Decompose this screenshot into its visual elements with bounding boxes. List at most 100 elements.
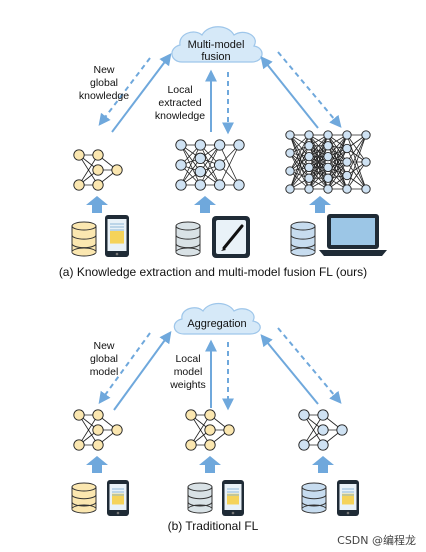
database-band [290,234,316,240]
network-node [361,130,371,140]
network-node [361,184,371,194]
bottom-panel: Aggregation New global model Local model… [71,302,359,533]
network-node [298,439,310,451]
smartphone-icon [337,480,359,516]
database-band [301,501,327,507]
bottom-up-label: Local model weights [169,353,206,391]
network-node [298,409,310,421]
network-node [73,439,85,451]
bottom-left-block-arrow [86,456,108,473]
network-edge [308,167,329,190]
network-edge [289,145,310,190]
network-edge [308,134,329,179]
network-node [73,409,85,421]
database-fill [176,251,200,253]
network-edge [327,134,348,163]
database-band [71,234,97,240]
database-top [71,221,97,231]
database-band [187,501,213,507]
database-top [301,482,327,492]
network-node [111,424,123,436]
network-edge [308,134,329,157]
bottom-up-label-1: Local [175,353,200,365]
network-node [323,184,333,194]
database-top [175,221,201,231]
network-node [317,409,329,421]
network-node [92,149,104,161]
top-down-label-2: global [90,77,118,89]
database-fill [188,508,212,510]
network-edge [289,152,310,179]
network-node [194,139,206,151]
top-caption: (a) Knowledge extraction and multi-model… [59,265,367,279]
network-node [73,179,85,191]
network-edge [346,161,367,190]
database-fill [72,251,96,253]
top-up-label-3: knowledge [155,110,205,122]
large-neural-network-icon [285,130,371,194]
top-up-label: Local extracted knowledge [155,84,205,122]
top-right-up-arrow [260,56,319,129]
network-edge [289,134,310,172]
bottom-mid-block-arrow [199,456,221,473]
network-node [342,157,352,167]
network-node [194,179,206,191]
database-band [71,501,97,507]
database-icon [301,482,327,514]
medium-neural-network-icon [175,139,245,191]
smartphone-icon [107,480,129,516]
phone-home-button [116,511,120,515]
network-node [323,151,333,162]
network-edge [327,134,348,157]
cloud-label-line2: fusion [201,51,230,63]
laptop-icon [319,214,387,256]
multi-model-fusion-cloud: Multi-model fusion [171,26,263,63]
aggregation-label: Aggregation [187,318,246,330]
network-edge [199,144,221,186]
top-down-label-1: New [93,64,114,76]
network-node [214,159,226,171]
phone-screen-card [110,230,124,244]
database-band [175,243,201,249]
network-node [342,143,352,154]
phone-screen-card [227,493,239,505]
bottom-right-device-group [301,480,359,516]
network-edge [78,414,99,446]
neural-network-icon [298,409,348,451]
database-icon [187,482,213,514]
database-band [71,494,97,500]
network-node [194,152,206,164]
bottom-right-block-arrow [312,456,334,473]
database-fill [72,508,96,510]
network-node [304,130,314,140]
network-node [285,130,295,140]
database-icon [290,221,316,257]
network-node [304,151,314,162]
database-band [290,243,316,249]
database-band [301,494,327,500]
top-panel: Multi-model fusion New global knowledge … [59,26,387,279]
network-edge [289,145,310,172]
top-up-label-2: extracted [158,97,201,109]
top-mid-device-group [175,216,250,258]
bottom-down-label-2: global [90,353,118,365]
bottom-down-label: New global model [90,340,119,378]
network-node [92,424,104,436]
network-node [92,179,104,191]
network-node [317,424,329,436]
top-right-block-arrow [309,196,331,213]
network-node [194,166,206,178]
network-edge [289,156,310,190]
phone-screen-card [342,493,354,505]
network-node [233,179,245,191]
network-node [285,166,295,176]
database-top [187,482,213,492]
top-right-down-arrow [277,51,342,128]
network-node [92,164,104,176]
top-down-label: New global knowledge [79,64,129,102]
network-node [214,179,226,191]
database-top [290,221,316,231]
neural-network-icon [73,409,123,451]
network-edge [308,134,329,168]
